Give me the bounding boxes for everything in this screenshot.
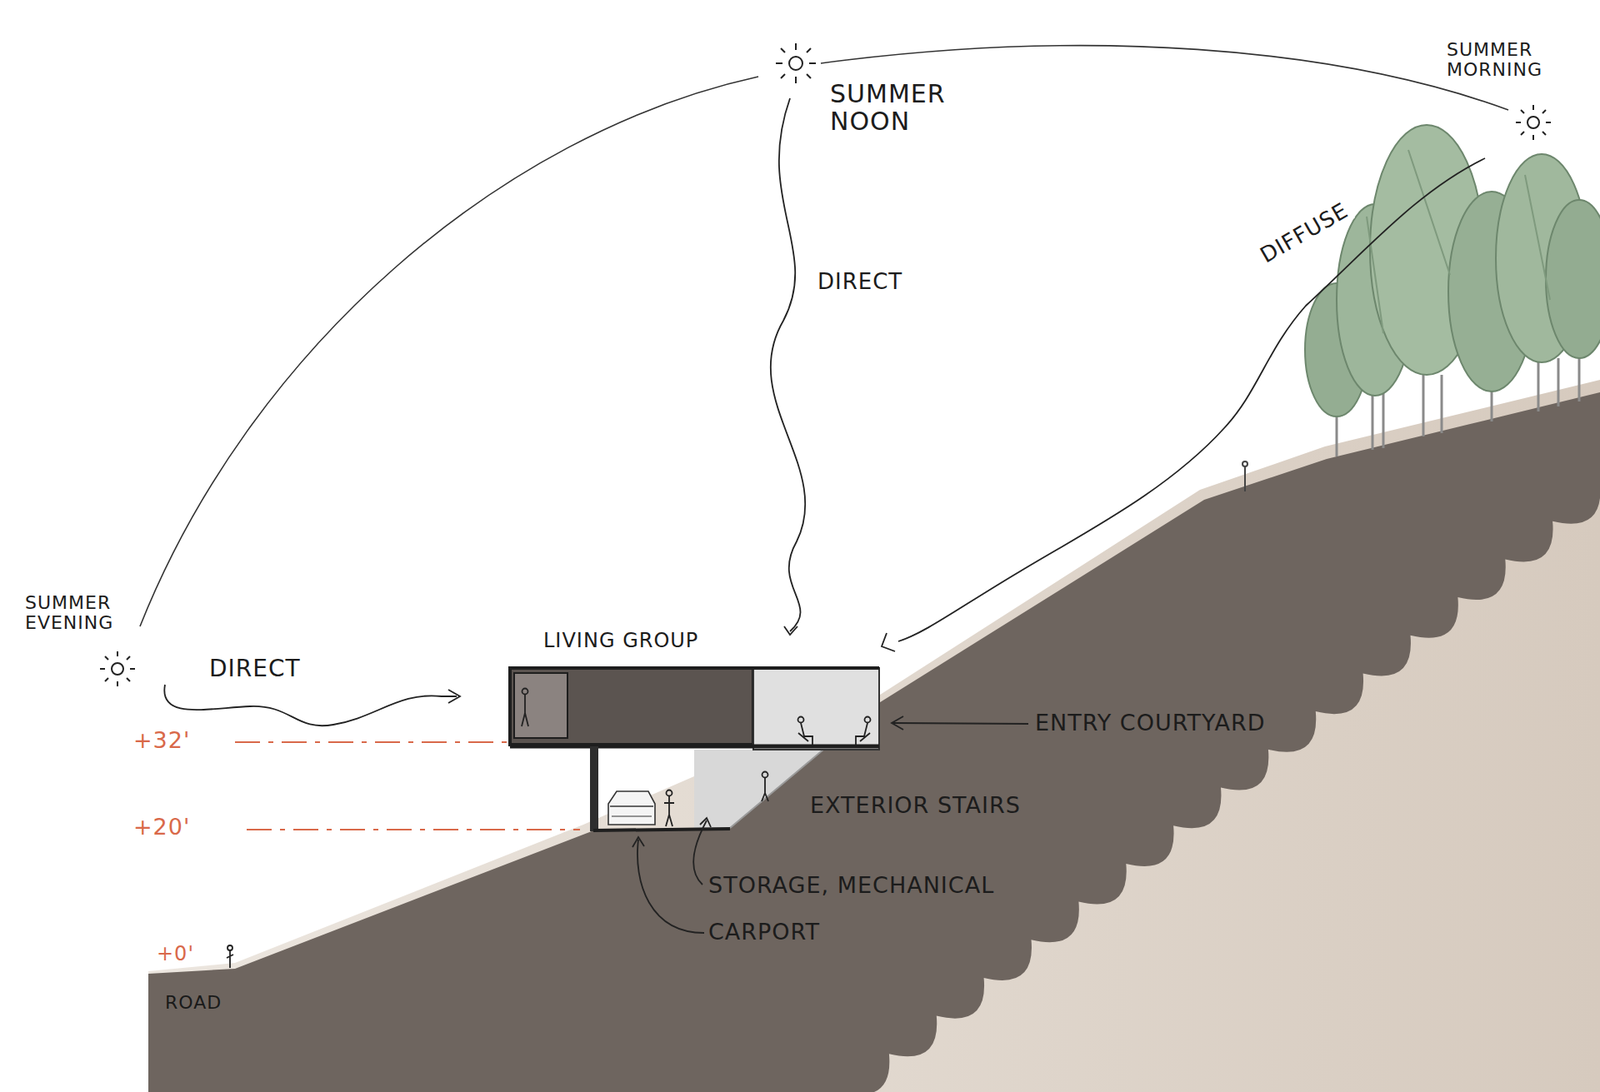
level-label: +32' xyxy=(133,728,190,754)
space-label: LIVING GROUP xyxy=(543,630,699,652)
level-label: +0' xyxy=(156,943,195,965)
space-label: ENTRY COURTYARD xyxy=(1035,710,1265,736)
sun-label: SUMMER MORNING xyxy=(1446,40,1589,80)
house-section xyxy=(226,668,880,969)
light-label: DIRECT xyxy=(815,270,905,295)
person-figure xyxy=(1242,461,1248,492)
sun-symbol xyxy=(100,43,1551,687)
space-label: STORAGE, MECHANICAL xyxy=(708,873,995,899)
tree-group xyxy=(1305,125,1600,457)
light-ray xyxy=(164,98,1485,726)
level-line xyxy=(235,742,580,830)
space-label: CARPORT xyxy=(708,920,820,945)
light-label: DIRECT xyxy=(206,656,304,683)
sun-path xyxy=(140,45,1509,627)
light-label: DIFFUSE xyxy=(1254,197,1355,270)
level-label: +20' xyxy=(133,815,190,840)
sun-label: SUMMER NOON xyxy=(830,80,989,135)
space-label: EXTERIOR STAIRS xyxy=(810,793,1021,819)
sun-label: SUMMER EVENING xyxy=(25,593,150,634)
ground-section xyxy=(148,392,1600,1092)
road-label: ROAD xyxy=(165,993,222,1014)
leader-line xyxy=(632,716,1029,934)
